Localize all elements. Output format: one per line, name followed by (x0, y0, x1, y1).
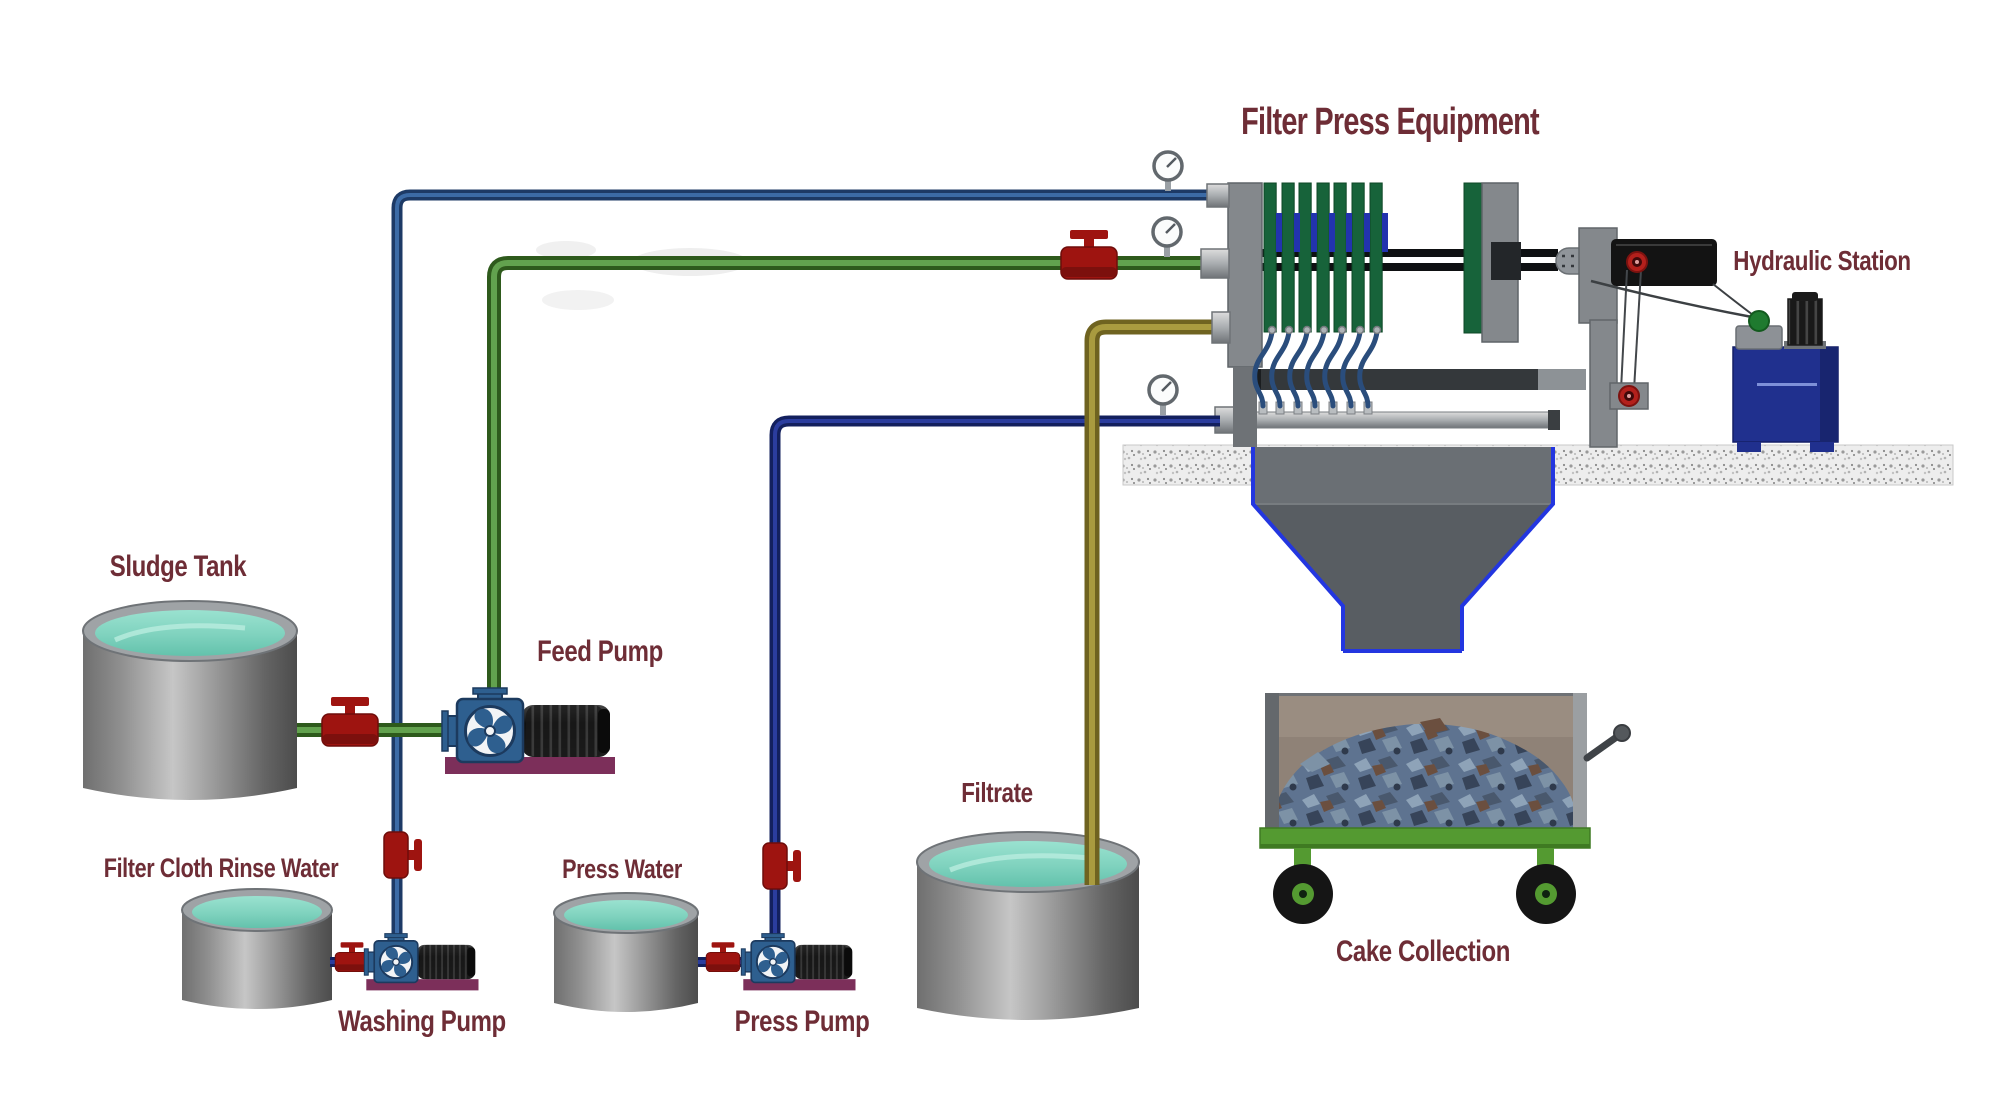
pressure-gauge-icon (1147, 374, 1179, 417)
wash-water-pipe (391, 189, 1213, 940)
hydraulic-motor (1787, 298, 1823, 346)
pressure-gauge-icon (1151, 216, 1183, 259)
filter-plate-stack (1263, 182, 1388, 333)
filter-press-machine (1214, 182, 1754, 448)
discharge-hopper (1251, 447, 1555, 653)
label-sludge-tank: Sludge Tank (109, 550, 247, 583)
cart-wheel (1516, 864, 1576, 924)
feed-line-valve (1060, 229, 1118, 280)
press-inlet-flanges (1200, 183, 1231, 344)
press-line-valve (762, 842, 802, 890)
pressure-gauge-icon (1152, 150, 1184, 193)
fixed-head-plate (1227, 182, 1263, 368)
sludge-tank (82, 600, 298, 800)
hydraulic-cylinder (1611, 239, 1717, 286)
label-press-pump: Press Pump (734, 1005, 870, 1038)
filter-cake-pile (1277, 723, 1575, 828)
cake-collection-cart (1259, 693, 1631, 924)
hydraulic-station (1732, 292, 1839, 452)
press-water-tank (553, 892, 699, 1012)
label-press-water: Press Water (562, 854, 682, 884)
press-suction-valve (705, 941, 741, 973)
label-feed-pump: Feed Pump (537, 635, 663, 668)
label-filtrate: Filtrate (961, 777, 1033, 808)
movable-plate (1463, 182, 1483, 334)
filtrate-drain-tubes (1252, 325, 1382, 415)
washing-pump (363, 932, 480, 992)
pulley (1626, 251, 1648, 273)
cart-wheel (1273, 864, 1333, 924)
relief-valve-dome (1748, 310, 1770, 332)
press-pump (740, 932, 857, 992)
page-title: Filter Press Equipment (1241, 101, 1540, 143)
rinse-suction-valve (334, 941, 370, 973)
label-hydraulic-station: Hydraulic Station (1733, 245, 1911, 276)
feed-pump (440, 686, 617, 776)
cart-handle (1583, 732, 1622, 762)
wash-line-valve (383, 831, 423, 879)
filter-cloth-rinse-water-tank (181, 888, 333, 1009)
filtrate-tank (916, 831, 1140, 1020)
filtrate-pipe (1084, 319, 1217, 885)
pulley (1618, 385, 1640, 407)
label-cake-collection: Cake Collection (1335, 935, 1511, 968)
background-smudges (536, 241, 748, 310)
label-filter-cloth-rinse-water: Filter Cloth Rinse Water (103, 853, 339, 883)
plate-slots (1276, 213, 1388, 252)
label-washing-pump: Washing Pump (338, 1005, 506, 1038)
feed-pipe (297, 256, 1205, 737)
sludge-outlet-valve (321, 696, 379, 747)
